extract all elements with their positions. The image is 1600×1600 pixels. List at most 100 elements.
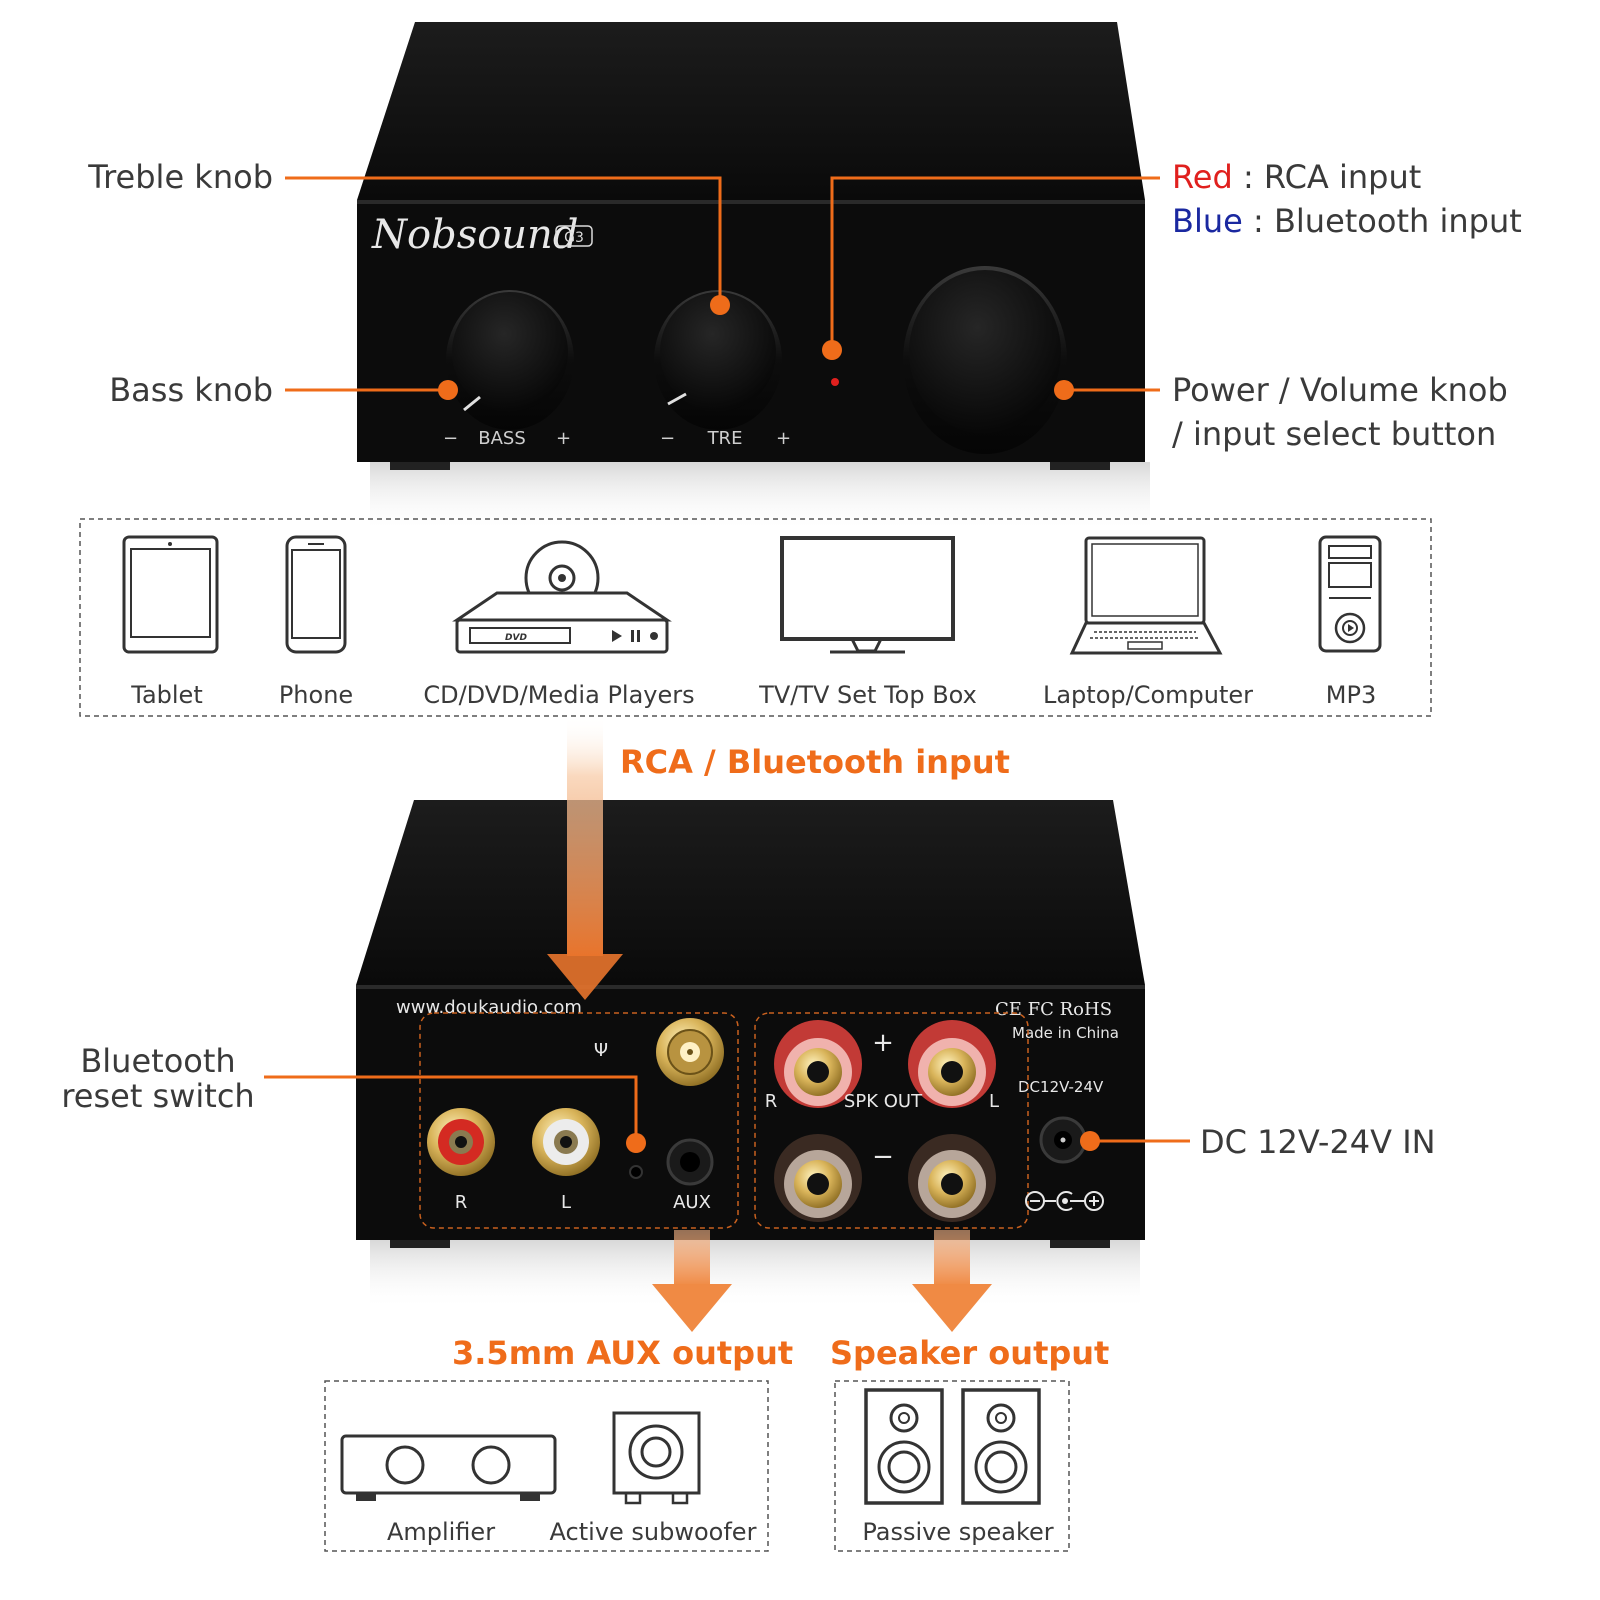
aux-label: AUX xyxy=(673,1192,711,1213)
speaker-plus-label: + xyxy=(872,1028,894,1058)
power-volume-knob[interactable] xyxy=(903,266,1067,454)
led-blue-word: Blue xyxy=(1172,202,1243,240)
dc-voltage-label: DC12V-24V xyxy=(1018,1078,1104,1096)
rear-reflection xyxy=(370,1240,1140,1310)
bt-reset-callout-line xyxy=(264,1075,638,1143)
front-foot-left xyxy=(390,462,450,470)
laptop-icon xyxy=(1069,536,1223,655)
power-knob-label-line1: Power / Volume knob xyxy=(1172,371,1508,409)
source-devices-frame xyxy=(79,518,1432,717)
treble-label: TRE xyxy=(707,428,743,449)
model-label: G3 xyxy=(564,230,584,246)
bass-knob[interactable] xyxy=(446,290,574,430)
passive-speaker-icon-left xyxy=(864,1388,944,1505)
dvd-badge: DVD xyxy=(505,633,527,643)
speaker-output-arrow xyxy=(912,1230,992,1332)
bass-knob-indicator xyxy=(463,395,481,412)
speaker-terminal-right-positive[interactable] xyxy=(774,1020,862,1108)
antenna-connector[interactable] xyxy=(656,1018,724,1086)
spk-r-label: R xyxy=(765,1091,778,1112)
treble-callout-line xyxy=(285,176,722,305)
bluetooth-reset-pinhole[interactable] xyxy=(629,1165,643,1179)
bass-plus: + xyxy=(556,428,571,449)
dvd-player-icon: DVD xyxy=(452,540,672,654)
bass-label: BASS xyxy=(478,428,526,449)
rca-input-right[interactable] xyxy=(427,1108,495,1176)
front-device: Nobsound G3 − BASS + − TRE + xyxy=(357,22,1150,532)
bass-knob-label: Bass knob xyxy=(109,371,273,409)
treble-knob-label: Treble knob xyxy=(87,158,273,196)
made-in-label: Made in China xyxy=(1012,1024,1119,1042)
source-label-laptop: Laptop/Computer xyxy=(1043,681,1253,709)
model-badge xyxy=(555,225,593,247)
input-indicator-led xyxy=(831,378,839,386)
aux-output-arrow xyxy=(652,1230,732,1332)
speaker-region-outline xyxy=(754,1012,1029,1229)
speaker-terminal-left-negative[interactable] xyxy=(908,1134,996,1222)
led-callout-line xyxy=(830,176,1160,350)
tv-icon xyxy=(780,536,955,654)
input-heading: RCA / Bluetooth input xyxy=(620,743,1010,781)
input-arrow xyxy=(547,716,623,1000)
led-callout-dot xyxy=(822,340,842,360)
rear-panel xyxy=(356,985,1145,1240)
source-label-tv: TV/TV Set Top Box xyxy=(758,681,977,709)
bass-callout-dot xyxy=(438,380,458,400)
dc-in-label: DC 12V-24V IN xyxy=(1200,1123,1436,1161)
power-callout-dot xyxy=(1054,380,1074,400)
front-callouts: Treble knob Bass knob Red : RCA input Bl… xyxy=(87,158,1522,453)
bt-reset-label-line2: reset switch xyxy=(61,1077,254,1115)
dc-polarity-icon xyxy=(1025,1191,1104,1211)
bt-reset-label-line1: Bluetooth xyxy=(80,1042,235,1080)
led-red-rest: : RCA input xyxy=(1233,158,1421,196)
source-label-dvd: CD/DVD/Media Players xyxy=(423,681,694,709)
speaker-output-devices: Passive speaker xyxy=(834,1380,1070,1552)
speaker-terminal-right-negative[interactable] xyxy=(774,1134,862,1222)
aux-output-jack[interactable] xyxy=(666,1138,714,1186)
antenna-icon: Ψ xyxy=(594,1040,608,1061)
rca-right-label: R xyxy=(455,1192,468,1213)
mp3-player-icon xyxy=(1318,535,1382,653)
subwoofer-icon xyxy=(612,1411,701,1505)
website-label: www.doukaudio.com xyxy=(396,997,582,1018)
rear-callouts: Bluetooth reset switch DC 12V-24V IN xyxy=(61,1042,1435,1161)
passive-speaker-icon-right xyxy=(961,1388,1041,1505)
source-label-mp3: MP3 xyxy=(1326,681,1376,709)
speaker-minus-label: − xyxy=(872,1142,894,1172)
aux-output-heading: 3.5mm AUX output xyxy=(452,1334,793,1372)
treble-knob-indicator xyxy=(667,392,687,406)
phone-icon xyxy=(285,535,347,654)
amplifier-label: Amplifier xyxy=(387,1518,495,1546)
led-red-line: Red : RCA input xyxy=(1172,158,1421,196)
speaker-terminal-left-positive[interactable] xyxy=(908,1020,996,1108)
front-foot-right xyxy=(1050,462,1110,470)
spk-l-label: L xyxy=(989,1091,999,1112)
source-label-tablet: Tablet xyxy=(130,681,202,709)
input-region-outline xyxy=(419,1012,739,1229)
led-blue-rest: : Bluetooth input xyxy=(1243,202,1522,240)
amplifier-icon xyxy=(340,1434,557,1501)
speaker-devices-frame xyxy=(834,1380,1070,1552)
dc-callout-dot xyxy=(1080,1131,1100,1151)
rca-left-label: L xyxy=(561,1192,571,1213)
brand-logo: Nobsound xyxy=(371,212,578,258)
rear-device-top xyxy=(356,800,1145,985)
speaker-output-heading: Speaker output xyxy=(830,1334,1109,1372)
treble-minus: − xyxy=(660,428,675,449)
source-devices-panel: DVD Tablet xyxy=(79,518,1432,717)
treble-plus: + xyxy=(776,428,791,449)
treble-callout-dot xyxy=(710,295,730,315)
subwoofer-label: Active subwoofer xyxy=(550,1518,757,1546)
bt-reset-callout-dot xyxy=(626,1133,646,1153)
led-red-word: Red xyxy=(1172,158,1233,196)
tablet-icon xyxy=(122,535,219,654)
treble-knob[interactable] xyxy=(654,290,782,430)
spk-out-label: SPK OUT xyxy=(844,1091,923,1112)
dc-power-jack[interactable] xyxy=(1039,1116,1087,1164)
power-knob-label-line2: / input select button xyxy=(1172,415,1496,453)
rear-device: www.doukaudio.com CE FC RoHS Made in Chi… xyxy=(356,800,1145,1310)
front-reflection xyxy=(370,462,1150,532)
rca-input-left[interactable] xyxy=(532,1108,600,1176)
led-blue-line: Blue : Bluetooth input xyxy=(1172,202,1522,240)
